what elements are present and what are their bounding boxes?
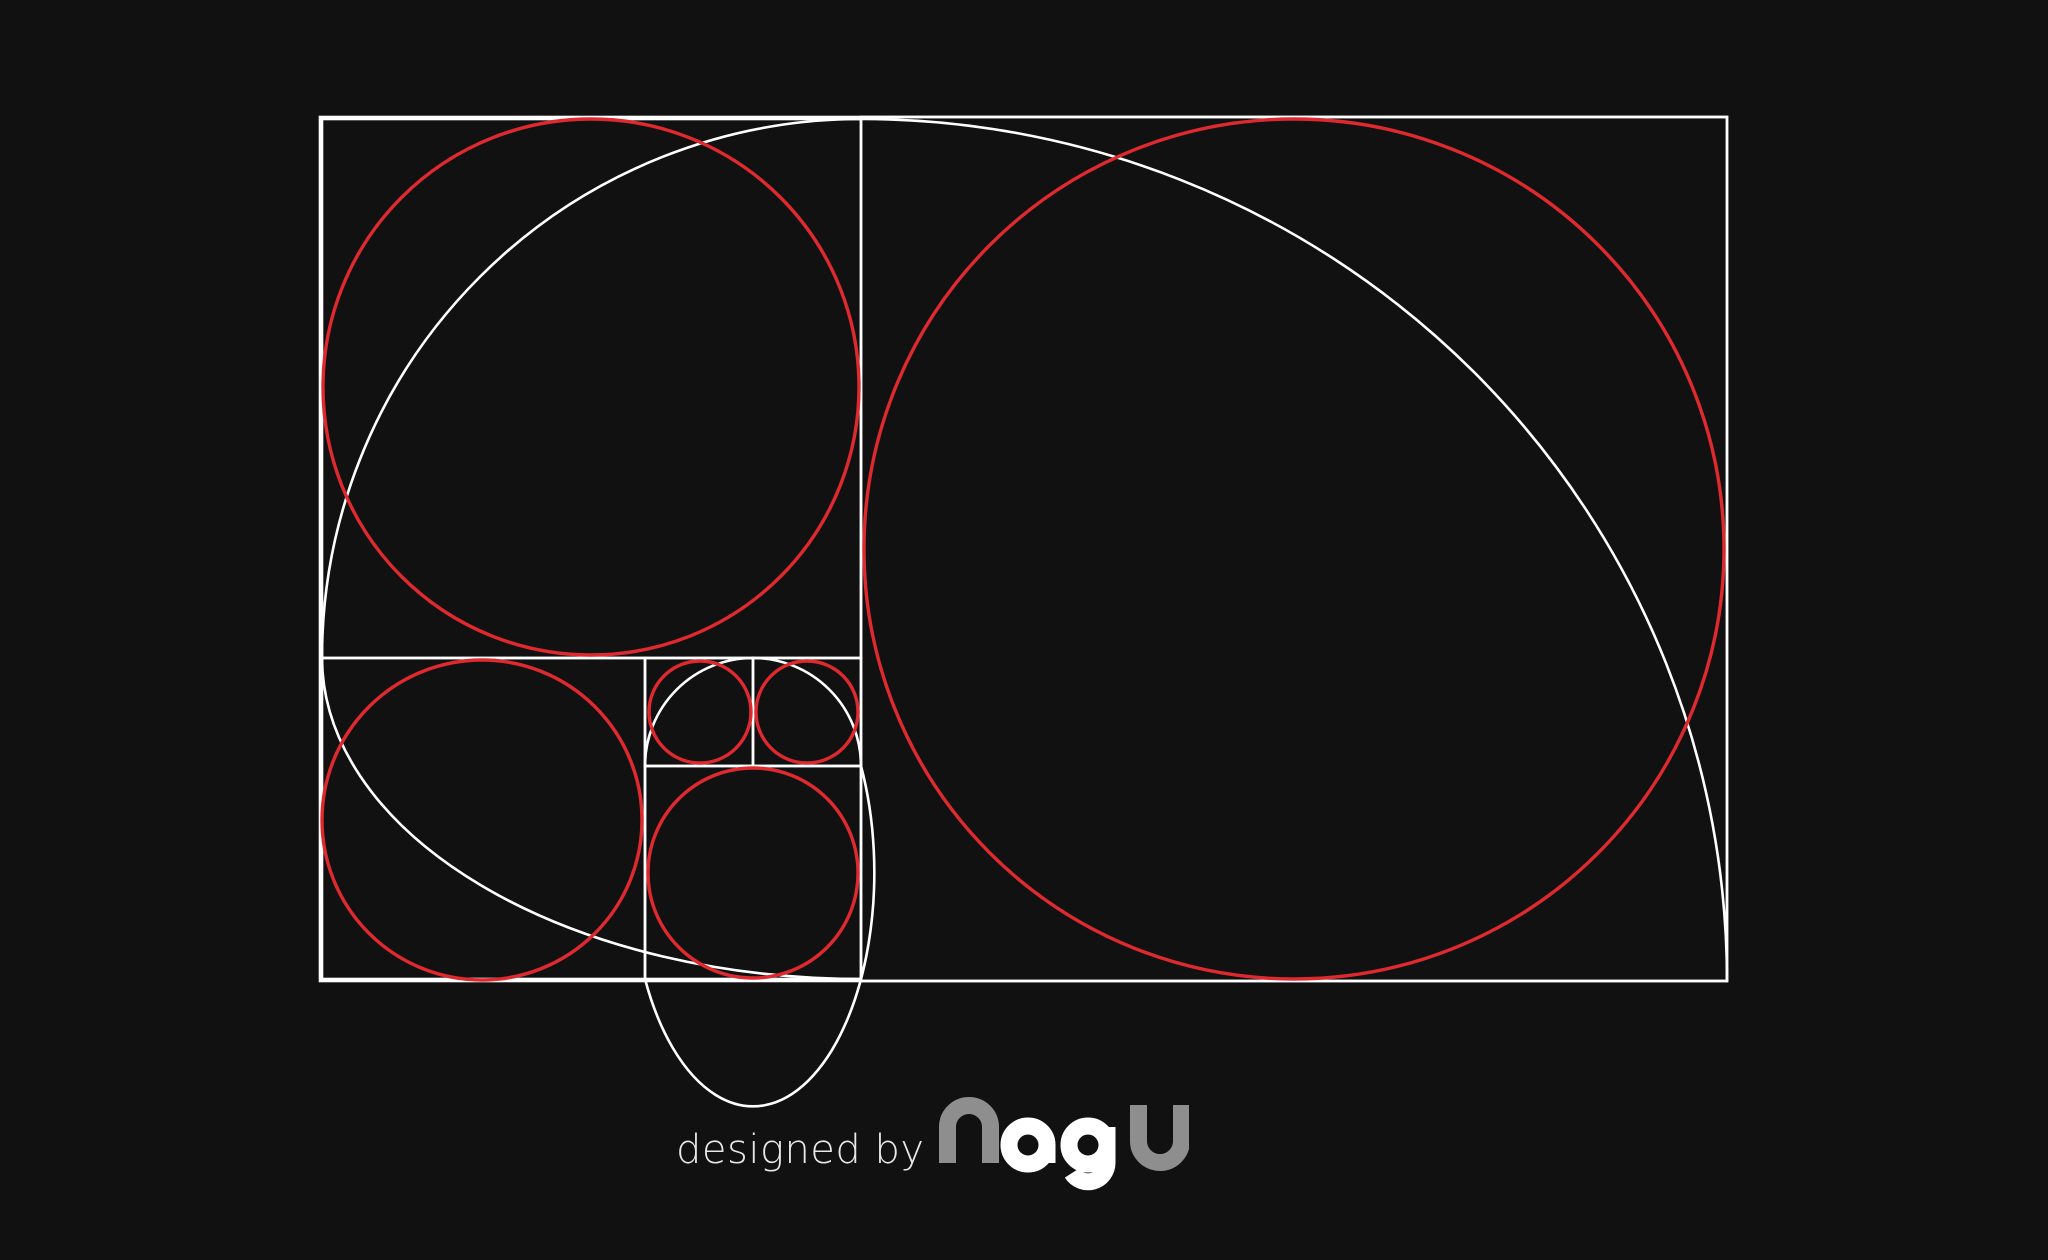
spiral-arc-left xyxy=(320,657,862,981)
outer-rectangle xyxy=(318,115,1729,983)
spiral-arc-large xyxy=(860,117,1729,982)
nagu-logo xyxy=(938,1097,1189,1191)
credit-prefix: designed by xyxy=(676,1127,925,1173)
spiral-arc-small-3 xyxy=(643,765,876,1108)
spiral-arc-medium xyxy=(320,117,862,659)
circle-small-bottom xyxy=(646,766,860,980)
spiral-arc-small-2 xyxy=(752,656,863,767)
designer-credit: designed by xyxy=(676,1085,1189,1195)
spiral-arc-small xyxy=(643,656,754,767)
circle-large xyxy=(862,117,1726,981)
logo-letter-u xyxy=(1129,1105,1189,1171)
logo-letter-n xyxy=(938,1097,999,1163)
circle-small-left xyxy=(320,658,644,982)
square-tiny-left xyxy=(643,656,755,768)
square-tiny-right xyxy=(751,656,863,768)
circle-medium xyxy=(321,117,861,657)
square-large xyxy=(859,115,1729,983)
circle-tiny-right xyxy=(754,659,860,765)
circle-tiny-left xyxy=(647,659,753,765)
